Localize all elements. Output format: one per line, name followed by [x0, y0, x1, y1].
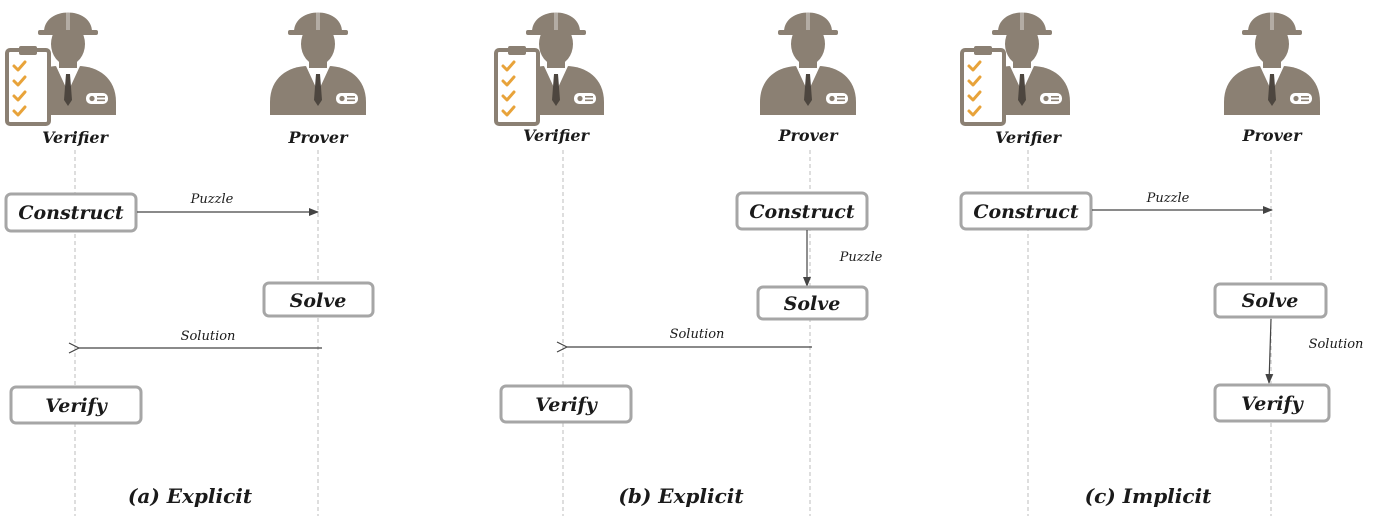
- prover-label: Prover: [287, 128, 349, 147]
- puzzle-label: Puzzle: [190, 192, 234, 207]
- panel-b: Verifier Prover Construct Puzzle Solve S…: [494, 8, 883, 516]
- clipboard-checklist-icon: [494, 44, 540, 126]
- solve-label: Solve: [1242, 290, 1299, 312]
- verify-label: Verify: [535, 394, 598, 416]
- verify-box: [1213, 383, 1331, 423]
- solve-label: Solve: [784, 293, 841, 315]
- verify-label: Verify: [45, 395, 108, 417]
- verifier-label: Verifier: [523, 126, 590, 145]
- solve-label: Solve: [290, 290, 347, 312]
- clipboard-checklist-icon: [5, 44, 51, 126]
- panel-caption: (b) Explicit: [618, 484, 744, 508]
- prover-label: Prover: [1241, 126, 1303, 145]
- construct-box: [4, 192, 138, 233]
- construct-box: [959, 191, 1093, 231]
- panel-a: Verifier Prover Construct Puzzle Solve S…: [4, 8, 375, 516]
- panel-c: Verifier Prover Construct Puzzle Solve S…: [959, 8, 1364, 516]
- construct-label: Construct: [749, 201, 854, 223]
- panel-caption: (c) Implicit: [1085, 484, 1213, 508]
- panel-caption: (a) Explicit: [128, 484, 253, 508]
- solve-box: [756, 285, 869, 321]
- solution-label: Solution: [670, 327, 725, 342]
- prover-person-icon: [270, 8, 366, 115]
- construct-label: Construct: [18, 202, 123, 224]
- verifier-label: Verifier: [995, 128, 1062, 147]
- construct-box: [735, 191, 869, 231]
- prover-label: Prover: [777, 126, 839, 145]
- clipboard-checklist-icon: [960, 44, 1006, 126]
- verifier-label: Verifier: [42, 128, 109, 147]
- prover-person-icon: [760, 8, 856, 115]
- puzzle-label: Puzzle: [839, 250, 883, 265]
- prover-person-icon: [1224, 8, 1320, 115]
- solve-box: [262, 281, 375, 318]
- solution-label: Solution: [1309, 337, 1364, 352]
- verify-box: [9, 385, 143, 425]
- solve-box: [1213, 282, 1328, 319]
- verify-label: Verify: [1241, 393, 1304, 415]
- verify-box: [499, 384, 633, 424]
- solution-arrow: [1265, 318, 1274, 384]
- construct-label: Construct: [973, 201, 1078, 223]
- solution-label: Solution: [181, 329, 236, 344]
- puzzle-label: Puzzle: [1146, 191, 1190, 206]
